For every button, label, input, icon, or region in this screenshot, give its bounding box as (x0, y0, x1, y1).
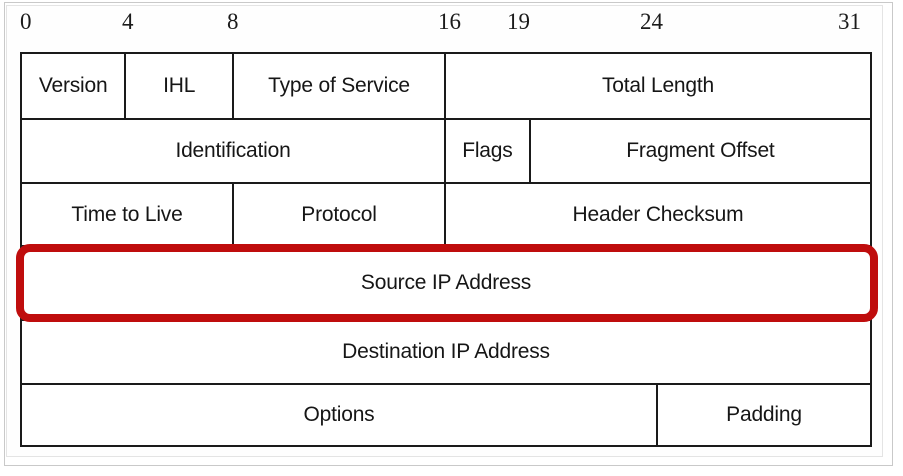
bit-tick-16: 16 (438, 9, 461, 34)
bit-tick-31: 31 (838, 9, 861, 34)
bit-tick-19: 19 (507, 9, 530, 34)
bit-tick-4: 4 (122, 9, 134, 34)
field-fragment-offset: Fragment Offset (626, 139, 775, 162)
ipv4-header-table: Version IHL Type of Service Total Length… (20, 52, 872, 447)
bit-tick-24: 24 (640, 9, 663, 34)
table-row: Version IHL Type of Service Total Length (22, 54, 870, 120)
field-protocol: Protocol (234, 184, 446, 245)
field-time-to-live: Time to Live (22, 184, 234, 245)
table-row: Options Padding (22, 385, 870, 445)
bit-offset-scale: 0 4 8 16 19 24 31 (20, 10, 872, 46)
field-total-length: Total Length (601, 74, 714, 97)
table-row: Identification Flags Fragment Offset (22, 120, 870, 184)
bit-tick-0: 0 (20, 9, 32, 34)
field-destination-ip-address: Destination IP Address (342, 340, 550, 363)
field-identification: Identification (22, 120, 446, 182)
table-row: Time to Live Protocol Header Checksum (22, 184, 870, 247)
bit-tick-8: 8 (227, 9, 239, 34)
field-type-of-service: Type of Service (234, 54, 446, 118)
field-options: Options (22, 385, 658, 445)
field-header-checksum: Header Checksum (572, 202, 744, 226)
table-row-source-ip: Source IP Address (22, 247, 870, 321)
field-source-ip-address: Source IP Address (360, 271, 532, 294)
field-version: Version (22, 54, 127, 118)
table-row: Destination IP Address (22, 321, 870, 385)
field-padding: Padding (726, 403, 802, 426)
field-ihl: IHL (126, 54, 234, 118)
field-flags: Flags (446, 120, 531, 182)
